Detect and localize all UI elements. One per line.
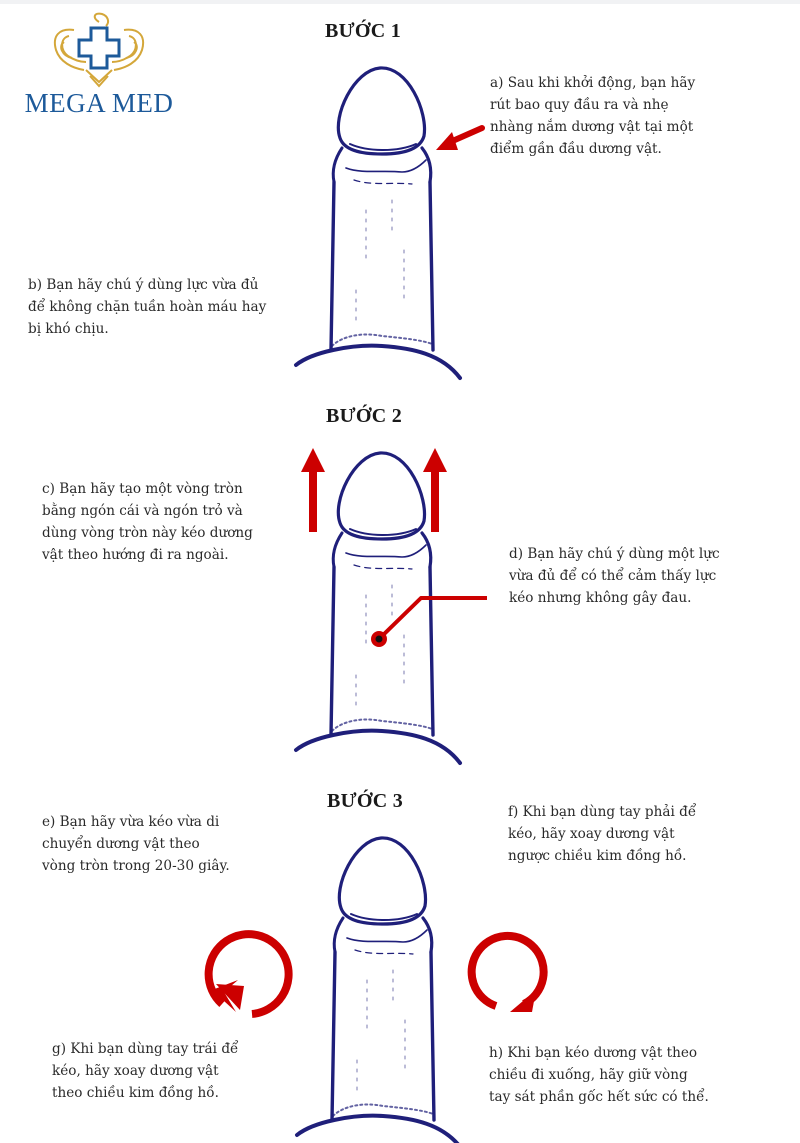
- mega-med-logo: MEGA MED: [14, 10, 184, 120]
- step-1-title: BƯỚC 1: [325, 20, 402, 42]
- step-2-title: BƯỚC 2: [326, 405, 403, 427]
- brand-name: MEGA MED: [24, 88, 174, 118]
- arrow-left-icon: [436, 125, 485, 150]
- step2-illustration: [294, 448, 487, 765]
- note-d: d) Bạn hãy chú ý dùng một lực vừa đủ để …: [509, 546, 720, 606]
- step3-illustration: [204, 835, 548, 1143]
- counterclockwise-rotation-icon: [467, 932, 548, 1012]
- note-b: b) Bạn hãy chú ý dùng lực vừa đủ để khôn…: [28, 277, 267, 337]
- arrow-up-left-icon: [301, 448, 325, 532]
- winged-cross-icon: [54, 12, 144, 88]
- note-c: c) Bạn hãy tạo một vòng tròn bằng ngón c…: [42, 481, 253, 563]
- note-f: f) Khi bạn dùng tay phải để kéo, hãy xoa…: [508, 804, 697, 864]
- arrow-up-right-icon: [423, 448, 447, 532]
- step1-illustration: [294, 65, 485, 380]
- note-g: g) Khi bạn dùng tay trái để kéo, hãy xoa…: [52, 1041, 239, 1101]
- note-e: e) Bạn hãy vừa kéo vừa di chuyển dương v…: [42, 814, 230, 874]
- note-h: h) Khi bạn kéo dương vật theo chiều đi x…: [489, 1045, 709, 1105]
- note-a: a) Sau khi khởi động, bạn hãy rút bao qu…: [490, 75, 696, 157]
- pointer-line-icon: [371, 596, 487, 647]
- top-border: [0, 0, 800, 4]
- clockwise-rotation-icon: [204, 930, 293, 1018]
- step-3-title: BƯỚC 3: [327, 790, 404, 812]
